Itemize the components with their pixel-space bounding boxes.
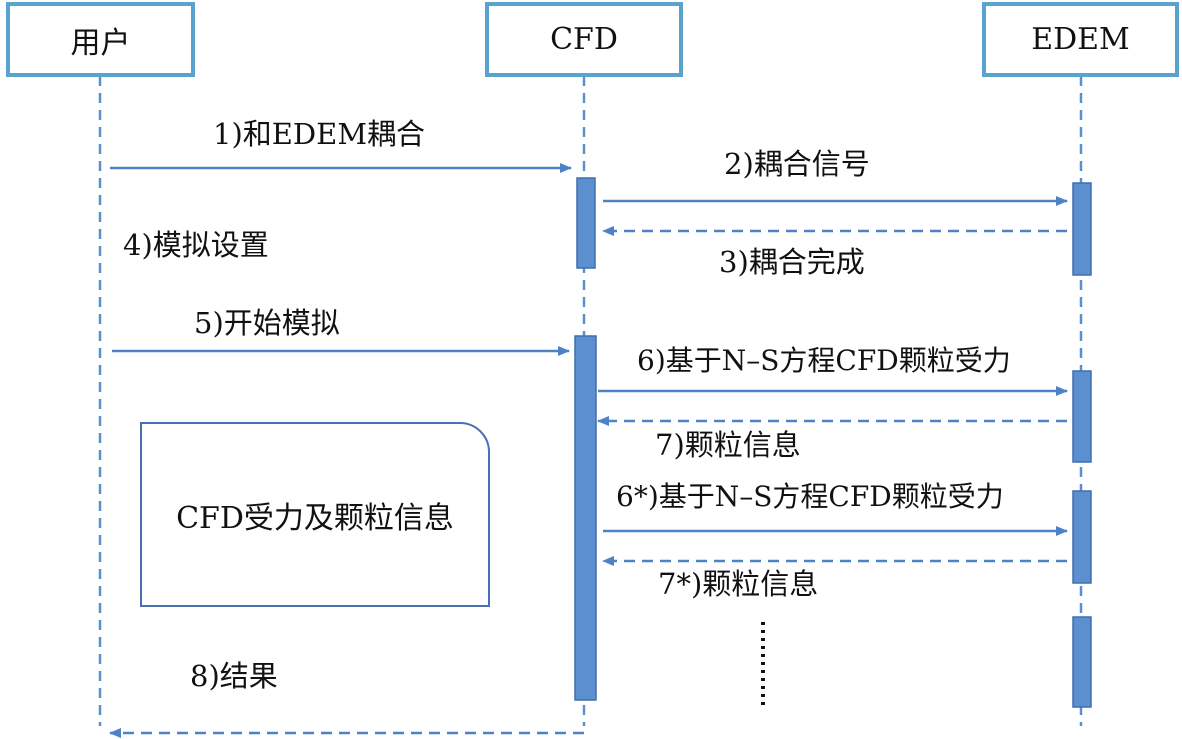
message-3-label: 3)耦合完成 xyxy=(719,245,865,279)
message-6-label: 6)基于N–S方程CFD颗粒受力 xyxy=(637,344,1011,377)
activation-edem-4 xyxy=(1072,616,1092,708)
note-box: CFD受力及颗粒信息 xyxy=(140,422,490,607)
participant-cfd: CFD xyxy=(485,2,683,77)
message-5-label: 5)开始模拟 xyxy=(194,306,340,340)
activation-edem-2 xyxy=(1072,370,1092,463)
activation-cfd-2 xyxy=(574,335,597,701)
activation-edem-1 xyxy=(1072,182,1092,276)
activation-cfd-1 xyxy=(576,177,596,269)
note-text: CFD受力及颗粒信息 xyxy=(176,500,454,536)
message-1-label: 1)和EDEM耦合 xyxy=(213,117,426,151)
participant-user-label: 用户 xyxy=(70,25,131,61)
message-8-label: 8)结果 xyxy=(190,659,278,693)
message-7b-label: 7*)颗粒信息 xyxy=(658,567,819,601)
message-6b-label: 6*)基于N–S方程CFD颗粒受力 xyxy=(616,480,1004,513)
participant-user: 用户 xyxy=(6,2,195,77)
message-2-label: 2)耦合信号 xyxy=(724,147,870,181)
participant-cfd-label: CFD xyxy=(550,22,618,57)
activation-edem-3 xyxy=(1072,490,1092,584)
message-7-label: 7)颗粒信息 xyxy=(655,428,801,462)
participant-edem: EDEM xyxy=(982,2,1179,77)
participant-edem-label: EDEM xyxy=(1031,22,1130,57)
message-4-label: 4)模拟设置 xyxy=(123,228,269,262)
